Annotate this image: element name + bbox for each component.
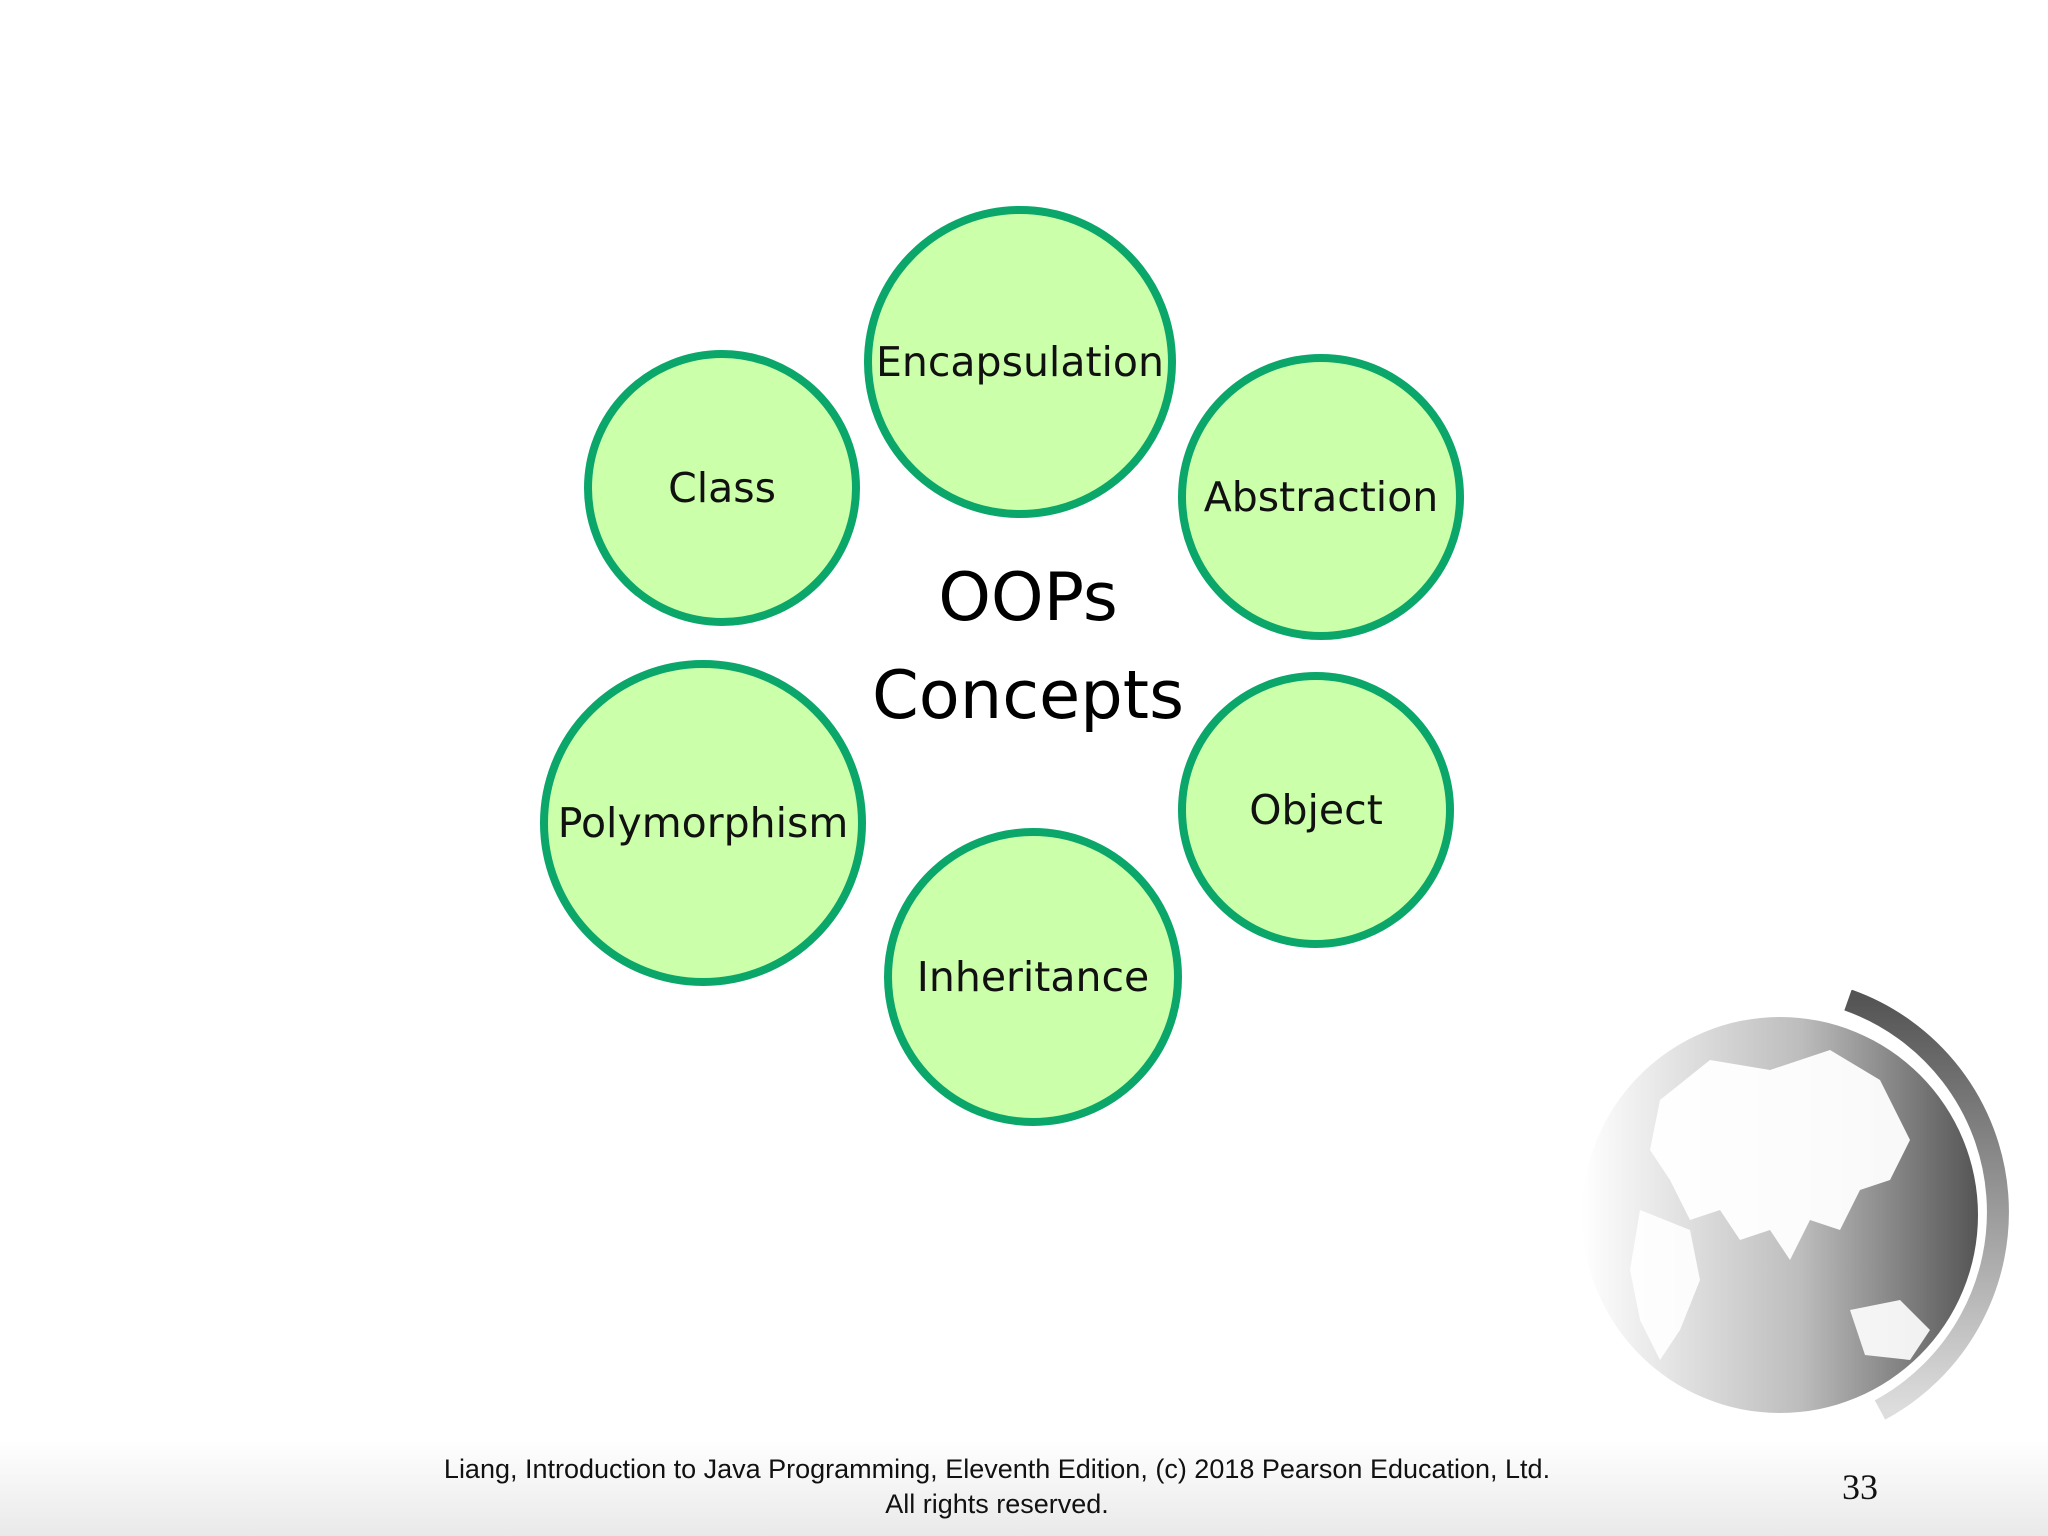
polymorphism-label: Polymorphism	[557, 798, 849, 847]
footer-copyright: Liang, Introduction to Java Programming,…	[330, 1452, 1664, 1522]
abstraction-circle: Abstraction	[1178, 354, 1464, 640]
encapsulation-circle: Encapsulation	[864, 206, 1176, 518]
center-title: OOPs Concepts	[828, 548, 1228, 744]
inheritance-circle: Inheritance	[884, 828, 1182, 1126]
globe-icon	[1582, 990, 2009, 1472]
page-number: 33	[1842, 1467, 1878, 1507]
polymorphism-circle: Polymorphism	[540, 660, 866, 986]
footer-line2: All rights reserved.	[885, 1489, 1109, 1519]
encapsulation-label: Encapsulation	[876, 337, 1164, 386]
inheritance-label: Inheritance	[916, 952, 1150, 1001]
object-circle: Object	[1178, 672, 1454, 948]
center-title-line1: OOPs	[938, 558, 1118, 636]
object-label: Object	[1249, 785, 1383, 834]
class-circle: Class	[584, 350, 860, 626]
footer-bar	[0, 1440, 2048, 1536]
abstraction-label: Abstraction	[1203, 472, 1439, 521]
class-label: Class	[668, 463, 776, 512]
center-title-line2: Concepts	[871, 656, 1184, 734]
footer-line1: Liang, Introduction to Java Programming,…	[443, 1454, 1551, 1484]
